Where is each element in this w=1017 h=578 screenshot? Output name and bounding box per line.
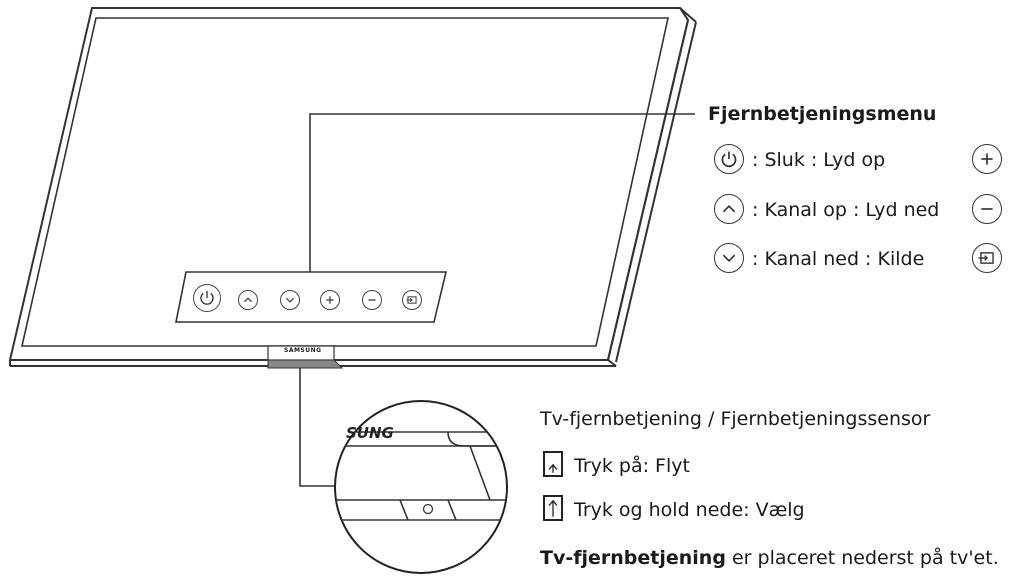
sensor-power-icon: [422, 503, 434, 515]
menu-title: Fjernbetjeningsmenu: [708, 103, 937, 125]
press-hold-select-text: Tryk og hold nede: Vælg: [574, 499, 805, 521]
press-move-text: Tryk på: Flyt: [574, 455, 690, 477]
sensor-title: Tv-fjernbetjening / Fjernbetjeningssenso…: [540, 408, 930, 430]
menu-leader-line: [309, 113, 695, 272]
panel-power-button[interactable]: [193, 284, 221, 312]
sensor-note-rest: er placeret nederst på tv'et.: [725, 547, 999, 569]
sensor-leader-line: [299, 368, 336, 487]
zoom-brand-text: SUNG: [346, 424, 394, 442]
plus-icon: [326, 296, 334, 304]
menu-source-icon: [972, 243, 1002, 273]
menu-row-2-text: : Kanal op : Lyd ned: [752, 199, 940, 221]
menu-power-icon: [714, 144, 744, 174]
bezel-brand-text: SAMSUNG: [284, 347, 322, 354]
chevron-down-icon: [285, 297, 295, 303]
panel-volume-up-button[interactable]: [320, 290, 340, 310]
panel-channel-down-button[interactable]: [280, 290, 300, 310]
sensor-note: Tv-fjernbetjening er placeret nederst på…: [540, 547, 999, 569]
press-hold-select-icon: [543, 495, 563, 521]
source-icon: [406, 296, 417, 304]
menu-plus-icon: [972, 144, 1002, 174]
control-panel: [175, 271, 448, 323]
panel-volume-down-button[interactable]: [362, 290, 382, 310]
sensor-block: [267, 345, 344, 369]
panel-channel-up-button[interactable]: [238, 290, 258, 310]
chevron-up-icon: [243, 297, 253, 303]
minus-icon: [368, 299, 376, 301]
menu-row-1-text: : Sluk : Lyd op: [752, 149, 886, 171]
menu-minus-icon: [972, 194, 1002, 224]
sensor-note-bold: Tv-fjernbetjening: [540, 547, 726, 569]
panel-source-button[interactable]: [402, 290, 422, 310]
zoom-circle: SUNG: [334, 400, 508, 574]
menu-row-3-text: : Kanal ned : Kilde: [752, 248, 925, 270]
press-move-icon: [543, 451, 563, 477]
tv-frame: [8, 7, 697, 367]
power-icon: [200, 291, 214, 305]
sensor-title-text: Tv-fjernbetjening / Fjernbetjeningssenso…: [540, 408, 931, 430]
menu-chevron-up-icon: [714, 194, 744, 224]
menu-chevron-down-icon: [714, 243, 744, 273]
